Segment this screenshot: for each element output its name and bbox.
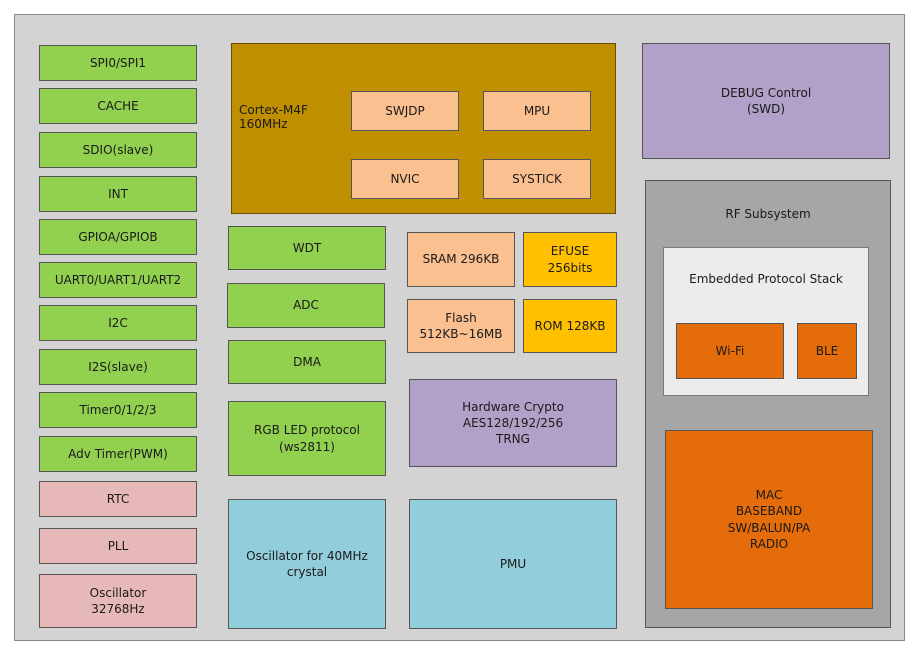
clock-pll: PLL	[39, 528, 197, 564]
peripheral-int: INT	[39, 176, 197, 212]
cpu-nvic: NVIC	[351, 159, 459, 199]
peripheral-i2c: I2C	[39, 305, 197, 341]
peripheral-timer: Timer0/1/2/3	[39, 392, 197, 428]
cpu-systick: SYSTICK	[483, 159, 591, 199]
rf-mac-baseband: MAC BASEBAND SW/BALUN/PA RADIO	[665, 430, 873, 609]
peripheral-adv-timer: Adv Timer(PWM)	[39, 436, 197, 472]
block-wdt: WDT	[228, 226, 386, 270]
protocol-stack-title: Embedded Protocol Stack	[689, 272, 843, 286]
memory-sram: SRAM 296KB	[407, 232, 515, 287]
debug-control: DEBUG Control (SWD)	[642, 43, 890, 159]
soc-block-diagram: SPI0/SPI1 CACHE SDIO(slave) INT GPIOA/GP…	[14, 14, 905, 641]
clock-oscillator-32k: Oscillator 32768Hz	[39, 574, 197, 628]
peripheral-i2s: I2S(slave)	[39, 349, 197, 385]
clock-rtc: RTC	[39, 481, 197, 517]
hardware-crypto: Hardware Crypto AES128/192/256 TRNG	[409, 379, 617, 467]
rf-wifi: Wi-Fi	[676, 323, 784, 379]
block-pmu: PMU	[409, 499, 617, 629]
cpu-swjdp: SWJDP	[351, 91, 459, 131]
memory-flash: Flash 512KB~16MB	[407, 299, 515, 353]
peripheral-cache: CACHE	[39, 88, 197, 124]
block-rgb-led: RGB LED protocol (ws2811)	[228, 401, 386, 476]
cpu-mpu: MPU	[483, 91, 591, 131]
rf-subsystem-title: RF Subsystem	[725, 207, 811, 221]
peripheral-gpio: GPIOA/GPIOB	[39, 219, 197, 255]
block-oscillator-40m: Oscillator for 40MHz crystal	[228, 499, 386, 629]
memory-rom: ROM 128KB	[523, 299, 617, 353]
peripheral-sdio: SDIO(slave)	[39, 132, 197, 168]
peripheral-spi: SPI0/SPI1	[39, 45, 197, 81]
block-dma: DMA	[228, 340, 386, 384]
rf-ble: BLE	[797, 323, 857, 379]
cpu-label: Cortex-M4F 160MHz	[239, 103, 308, 131]
block-adc: ADC	[227, 283, 385, 328]
peripheral-uart: UART0/UART1/UART2	[39, 262, 197, 298]
memory-efuse: EFUSE 256bits	[523, 232, 617, 287]
